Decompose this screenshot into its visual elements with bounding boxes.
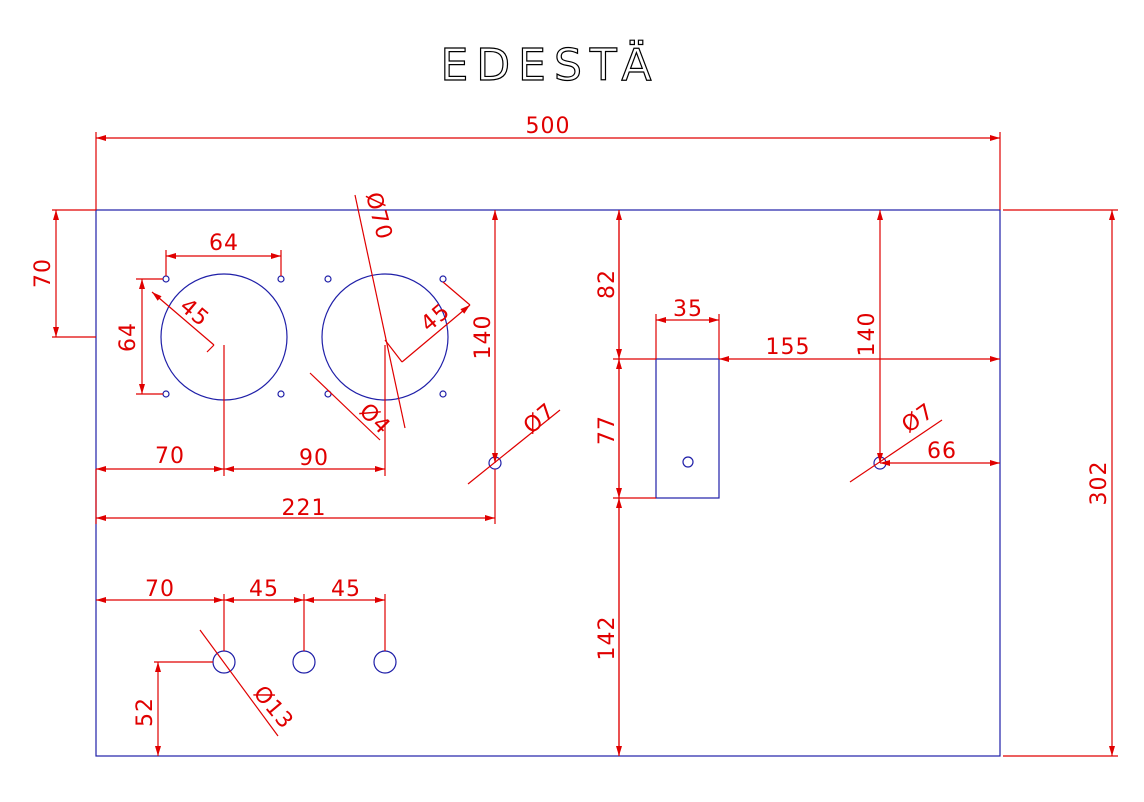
fan-1-screw-tl [162,275,170,283]
dim-155-label: 155 [766,335,811,360]
dim-divider-height: 140 [471,210,498,463]
dim-64v-label: 64 [116,322,141,352]
dim-fan-hole-h: 64 [165,231,282,276]
dim-64h-label: 64 [209,231,239,256]
fan-2-screw-tr [439,275,447,283]
dim-45a-label: 45 [175,294,214,332]
dim-fan2-radius: 45 [384,281,471,363]
dim-d4-label: Ø4 [354,399,395,440]
dim-fan-diameter: Ø70 [354,190,406,429]
drawing-title: EDESTÄ [441,39,660,91]
fan-1-screw-br [277,390,285,398]
dim-left-top-70: 70 [31,209,96,338]
dim-140-right-label: 140 [855,312,880,357]
dim-box-offset: 155 [719,335,1000,362]
jack-3 [373,650,397,674]
dim-box-height: 77 [595,359,656,499]
dim-jack3-label: 45 [331,577,361,602]
dim-142-label: 142 [595,616,620,661]
dim-90-label: 90 [299,446,329,471]
panel-outline [95,209,1001,757]
fan-1-screw-bl [162,390,170,398]
dim-d7-left-label: Ø7 [519,399,561,440]
fan-2-screw-br [439,390,447,398]
dim-d7-right-label: Ø7 [897,399,939,439]
dim-70-fan-label: 70 [155,444,185,469]
dim-right-140: 140 [855,210,883,463]
dim-fan-hole-v: 64 [116,278,163,395]
dim-35-label: 35 [673,297,703,322]
dim-221-label: 221 [282,496,327,521]
dim-divider-x: 221 [95,469,496,524]
dim-fan-x: 70 90 [96,345,386,476]
dim-52-label: 52 [133,697,158,727]
dim-500-label: 500 [526,114,571,139]
dim-right-82: 82 [595,210,656,360]
fan-2-screw-tl [324,275,332,283]
dim-jack-diameter: Ø13 [199,629,298,737]
dim-jack-y: 52 [133,661,213,756]
dim-screw-diameter: Ø4 [309,372,395,441]
dim-jack2-label: 45 [249,577,279,602]
dim-82-label: 82 [595,269,620,299]
dim-140-left-label: 140 [471,315,496,360]
dim-hole-right-x: 66 [880,439,1000,466]
dim-jacks-x: 70 45 45 [96,577,386,651]
jack-2 [292,650,316,674]
dim-77-label: 77 [595,415,620,445]
dim-jack1-label: 70 [145,577,175,602]
dim-45b-label: 45 [416,299,455,337]
dim-hole-left-diameter: Ø7 [467,399,561,485]
dim-302-label: 302 [1087,461,1112,506]
dim-box-width: 35 [655,297,720,359]
dim-66-label: 66 [927,439,957,464]
dim-right-bottom-142: 142 [595,498,622,756]
dim-d13-label: Ø13 [248,681,298,734]
component-box [655,358,720,499]
fan-1-screw-tr [277,275,285,283]
dim-d70-label: Ø70 [360,190,397,243]
dim-overall-width: 500 [95,114,1001,210]
dim-70-label: 70 [31,258,56,288]
box-hole [682,456,694,468]
dim-overall-height: 302 [1003,209,1118,757]
